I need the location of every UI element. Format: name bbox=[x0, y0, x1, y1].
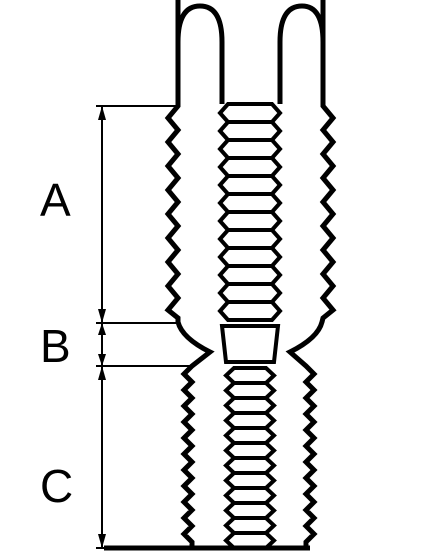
core-upper-segment bbox=[217, 264, 283, 286]
core-taper bbox=[219, 324, 281, 364]
left-outer-profile bbox=[164, 0, 215, 548]
label-c: C bbox=[40, 460, 73, 512]
arrow-c-bottom bbox=[98, 534, 106, 548]
core-upper-segment bbox=[217, 174, 283, 196]
core-lower-segments bbox=[223, 366, 277, 550]
core-lower-segment bbox=[223, 441, 277, 460]
label-b: B bbox=[40, 320, 71, 372]
core-upper-segment bbox=[217, 138, 283, 160]
core-upper-segment bbox=[217, 300, 283, 322]
core-lower-segment bbox=[223, 471, 277, 490]
core-lower-segment bbox=[223, 411, 277, 430]
core-upper-segment bbox=[217, 228, 283, 250]
core-lower-segment bbox=[223, 396, 277, 415]
arrow-a-top bbox=[98, 106, 106, 120]
core-upper-segment bbox=[217, 192, 283, 214]
arrow-a-bottom bbox=[98, 309, 106, 323]
core-lower-segment bbox=[223, 426, 277, 445]
arrow-b-bottom bbox=[98, 354, 106, 366]
label-a: A bbox=[40, 174, 71, 226]
core-lower-segment bbox=[223, 381, 277, 400]
arrow-c-top bbox=[98, 366, 106, 380]
core-lower-segment bbox=[223, 366, 277, 385]
core-lower-segment bbox=[223, 501, 277, 520]
core-lower-segment bbox=[223, 516, 277, 535]
core-upper-segments bbox=[217, 102, 283, 322]
core-upper-segment bbox=[217, 156, 283, 178]
right-inner-wall bbox=[277, 3, 326, 104]
core-upper-segment bbox=[217, 120, 283, 142]
right-outer-profile bbox=[285, 0, 337, 548]
core-upper-segment bbox=[217, 210, 283, 232]
core-upper-segment bbox=[217, 282, 283, 304]
core-lower-segment bbox=[223, 456, 277, 475]
left-inner-wall bbox=[175, 3, 225, 104]
arrow-b-top bbox=[98, 323, 106, 335]
core-upper-segment bbox=[217, 246, 283, 268]
core-lower-segment bbox=[223, 486, 277, 505]
core-upper-segment bbox=[217, 102, 283, 124]
